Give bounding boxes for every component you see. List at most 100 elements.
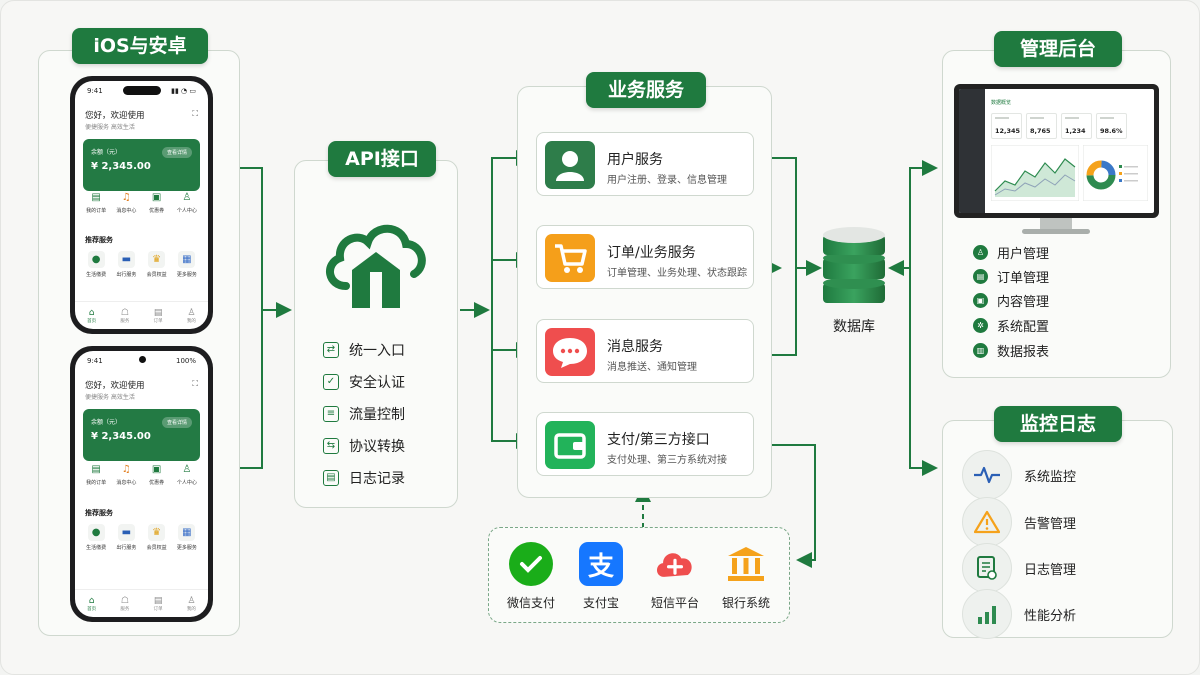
document-icon: ▤ — [323, 470, 339, 486]
balance-label: 余额（元） — [91, 419, 122, 426]
third-party-wechat[interactable]: 微信支付 — [501, 542, 561, 611]
tab-orders[interactable]: ▤订单 — [154, 596, 163, 612]
user-icon: ♙ — [182, 464, 192, 475]
tab-mine[interactable]: ♙我的 — [187, 308, 196, 324]
quick-messages[interactable]: ♫消息中心 — [111, 463, 141, 486]
monitor-item-system[interactable]: 系统监控 — [962, 450, 1076, 500]
third-party-label: 微信支付 — [506, 596, 555, 610]
monitor-item-log[interactable]: 日志管理 — [962, 543, 1076, 593]
third-party-alipay[interactable]: 支 支付宝 — [571, 542, 631, 611]
balance-card[interactable]: 余额（元） ¥ 2,345.00 查看详情 — [83, 139, 200, 191]
quick-orders[interactable]: ▤我的订单 — [81, 463, 111, 486]
convert-icon: ⇆ — [323, 438, 339, 454]
admin-item-label: 系统配置 — [997, 320, 1050, 335]
signal-icon: ▮▮ ◔ ▭ — [171, 87, 196, 95]
card-order-service[interactable]: 订单/业务服务 订单管理、业务处理、状态跟踪 — [536, 225, 754, 289]
service-travel[interactable]: ▬出行服务 — [111, 524, 141, 551]
business-section-title: 业务服务 — [586, 72, 706, 108]
service-member[interactable]: ♛会员权益 — [142, 251, 172, 278]
monitor-item-performance[interactable]: 性能分析 — [962, 589, 1076, 639]
tab-home[interactable]: ⌂首页 — [87, 596, 96, 612]
tab-label: 订单 — [153, 606, 163, 612]
service-label: 会员权益 — [146, 545, 167, 551]
service-title: 支付/第三方接口 — [607, 432, 710, 448]
tab-label: 首页 — [87, 318, 97, 324]
order-icon: ▤ — [973, 269, 988, 284]
recommend-title: 推荐服务 — [85, 236, 113, 244]
api-item-log: ▤日志记录 — [323, 468, 405, 488]
tab-bar: ⌂首页 ☖服务 ▤订单 ♙我的 — [75, 301, 208, 329]
card-user-service[interactable]: 用户服务 用户注册、登录、信息管理 — [536, 132, 754, 196]
tab-service[interactable]: ☖服务 — [120, 596, 129, 612]
admin-item-label: 用户管理 — [997, 247, 1050, 262]
service-icon: ☖ — [120, 307, 129, 318]
tab-home[interactable]: ⌂首页 — [87, 308, 96, 324]
service-utilities[interactable]: ●生活缴费 — [81, 251, 111, 278]
car-icon: ▬ — [117, 251, 135, 268]
third-party-bank[interactable]: 银行系统 — [716, 542, 776, 611]
quick-messages[interactable]: ♫消息中心 — [111, 191, 141, 214]
service-utilities[interactable]: ●生活缴费 — [81, 524, 111, 551]
admin-item-orders[interactable]: ▤订单管理 — [973, 267, 1049, 286]
drop-icon: ● — [87, 251, 105, 268]
quick-profile[interactable]: ♙个人中心 — [172, 191, 202, 214]
third-party-sms[interactable]: 短信平台 — [645, 542, 705, 611]
admin-item-content[interactable]: ▣内容管理 — [973, 291, 1049, 310]
quick-profile[interactable]: ♙ 个人中心 — [172, 463, 202, 486]
service-more[interactable]: ▦更多服务 — [172, 524, 202, 551]
quick-label: 优惠券 — [149, 480, 165, 486]
balance-card[interactable]: 余额（元） ¥ 2,345.00 查看详情 — [83, 409, 200, 461]
user-icon: ♙ — [187, 307, 196, 318]
tab-service[interactable]: ☖服务 — [120, 308, 129, 324]
scan-icon[interactable]: ⛶ — [192, 109, 198, 118]
greeting-text: 您好，欢迎使用 — [85, 381, 145, 391]
tab-mine[interactable]: ♙我的 — [187, 596, 196, 612]
scan-icon[interactable]: ⛶ — [192, 379, 198, 388]
service-travel[interactable]: ▬ 出行服务 — [111, 251, 141, 278]
service-member[interactable]: ♛ 会员权益 — [142, 524, 172, 551]
quick-label: 个人中心 — [176, 480, 197, 486]
kpi-value: 1,234 — [1065, 127, 1086, 135]
tab-orders[interactable]: ▤订单 — [154, 308, 163, 324]
card-payment-service[interactable]: 支付/第三方接口 支付处理、第三方系统对接 — [536, 412, 754, 476]
quick-orders[interactable]: ▤我的订单 — [81, 191, 111, 214]
mobile-section-title: iOS与安卓 — [72, 28, 208, 64]
quick-label: 优惠券 — [149, 208, 165, 214]
service-title: 消息服务 — [607, 339, 663, 355]
service-label: 出行服务 — [116, 272, 137, 278]
monitor-item-label: 系统监控 — [1024, 469, 1077, 485]
cart-icon — [545, 234, 595, 282]
dashboard-title: 数据概览 — [991, 100, 1012, 106]
crown-icon: ♛ — [148, 524, 166, 541]
api-item-protocol: ⇆协议转换 — [323, 436, 405, 456]
monitor-base — [1022, 229, 1090, 234]
balance-detail-button[interactable]: 查看详情 — [161, 417, 192, 428]
home-icon: ⌂ — [88, 307, 95, 318]
service-label: 会员权益 — [146, 272, 167, 278]
api-item-label: 安全认证 — [349, 375, 405, 391]
recommend-services: ●生活缴费 ▬ 出行服务 ♛会员权益 ▦更多服务 — [81, 251, 202, 278]
quick-label: 个人中心 — [176, 208, 197, 214]
admin-item-reports[interactable]: ▥数据报表 — [973, 341, 1049, 360]
admin-item-users[interactable]: ♙用户管理 — [973, 243, 1049, 262]
quick-actions: ▤我的订单 ♫消息中心 ▣优惠券 ♙ 个人中心 — [81, 463, 202, 486]
cloud-gateway-icon — [326, 224, 426, 308]
quick-label: 消息中心 — [116, 480, 137, 486]
card-message-service[interactable]: 消息服务 消息推送、通知管理 — [536, 319, 754, 383]
balance-detail-button[interactable]: 查看详情 — [161, 147, 192, 158]
quick-coupons[interactable]: ▣优惠券 — [142, 463, 172, 486]
service-desc: 用户注册、登录、信息管理 — [607, 175, 727, 186]
recommend-services: ●生活缴费 ▬出行服务 ♛ 会员权益 ▦更多服务 — [81, 524, 202, 551]
admin-item-config[interactable]: ✲系统配置 — [973, 316, 1049, 335]
dashboard-donut-chart — [1083, 145, 1148, 201]
monitor-item-alert[interactable]: 告警管理 — [962, 497, 1076, 547]
quick-coupons[interactable]: ▣优惠券 — [142, 191, 172, 214]
service-more[interactable]: ▦更多服务 — [172, 251, 202, 278]
quick-label: 我的订单 — [86, 208, 107, 214]
tab-label: 我的 — [186, 606, 196, 612]
kpi-value: 8,765 — [1030, 127, 1051, 135]
balance-label: 余额（元） — [91, 149, 122, 156]
monitor-section-title: 监控日志 — [994, 406, 1122, 442]
api-item-label: 统一入口 — [349, 343, 405, 359]
